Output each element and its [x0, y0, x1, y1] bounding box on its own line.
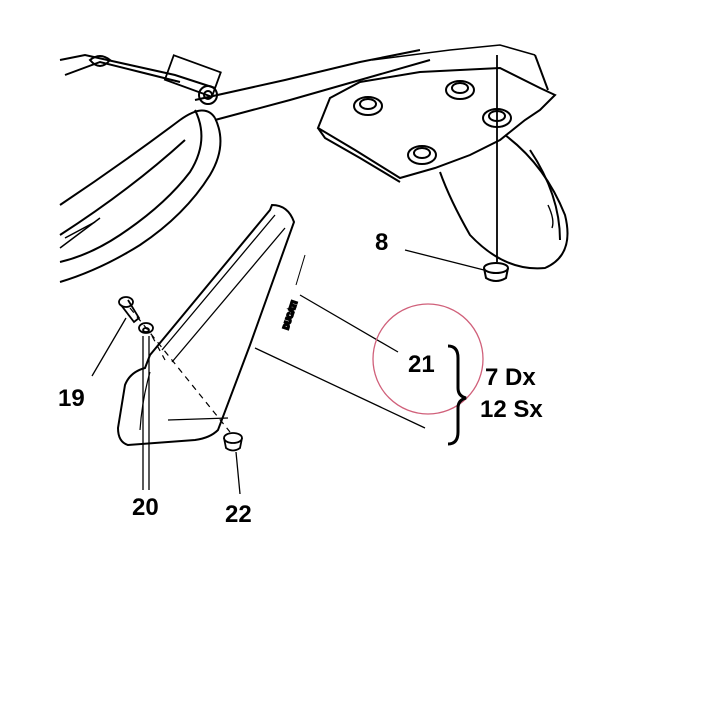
frame-tubes: [59, 49, 431, 283]
mounting-bracket: [316, 44, 569, 270]
label-21: 21: [408, 351, 435, 378]
leader-line-20: [142, 336, 150, 490]
label-variant-left: 12 Sx: [480, 396, 543, 423]
panel-decal: DUCATI: [281, 300, 299, 331]
nut-part-8: [483, 262, 509, 282]
label-19: 19: [58, 385, 85, 412]
label-variant-right: 7 Dx: [485, 364, 536, 391]
leader-line-19: [91, 317, 127, 377]
washer-part-20: [138, 322, 154, 334]
assembly-guides: [129, 307, 231, 433]
bracket-holes: [353, 80, 512, 165]
label-20: 20: [132, 494, 159, 521]
side-panel-part-21: DUCATI: [116, 203, 306, 447]
label-8: 8: [375, 229, 388, 256]
leader-line-22: [235, 451, 241, 495]
leader-line-8: [404, 249, 485, 271]
brace-bracket: [447, 344, 467, 446]
label-22: 22: [225, 501, 252, 528]
screw-part-19: [118, 296, 141, 324]
grommet-part-22: [223, 432, 243, 452]
leader-lines-21: [254, 294, 426, 429]
highlight-circle: [372, 303, 484, 415]
